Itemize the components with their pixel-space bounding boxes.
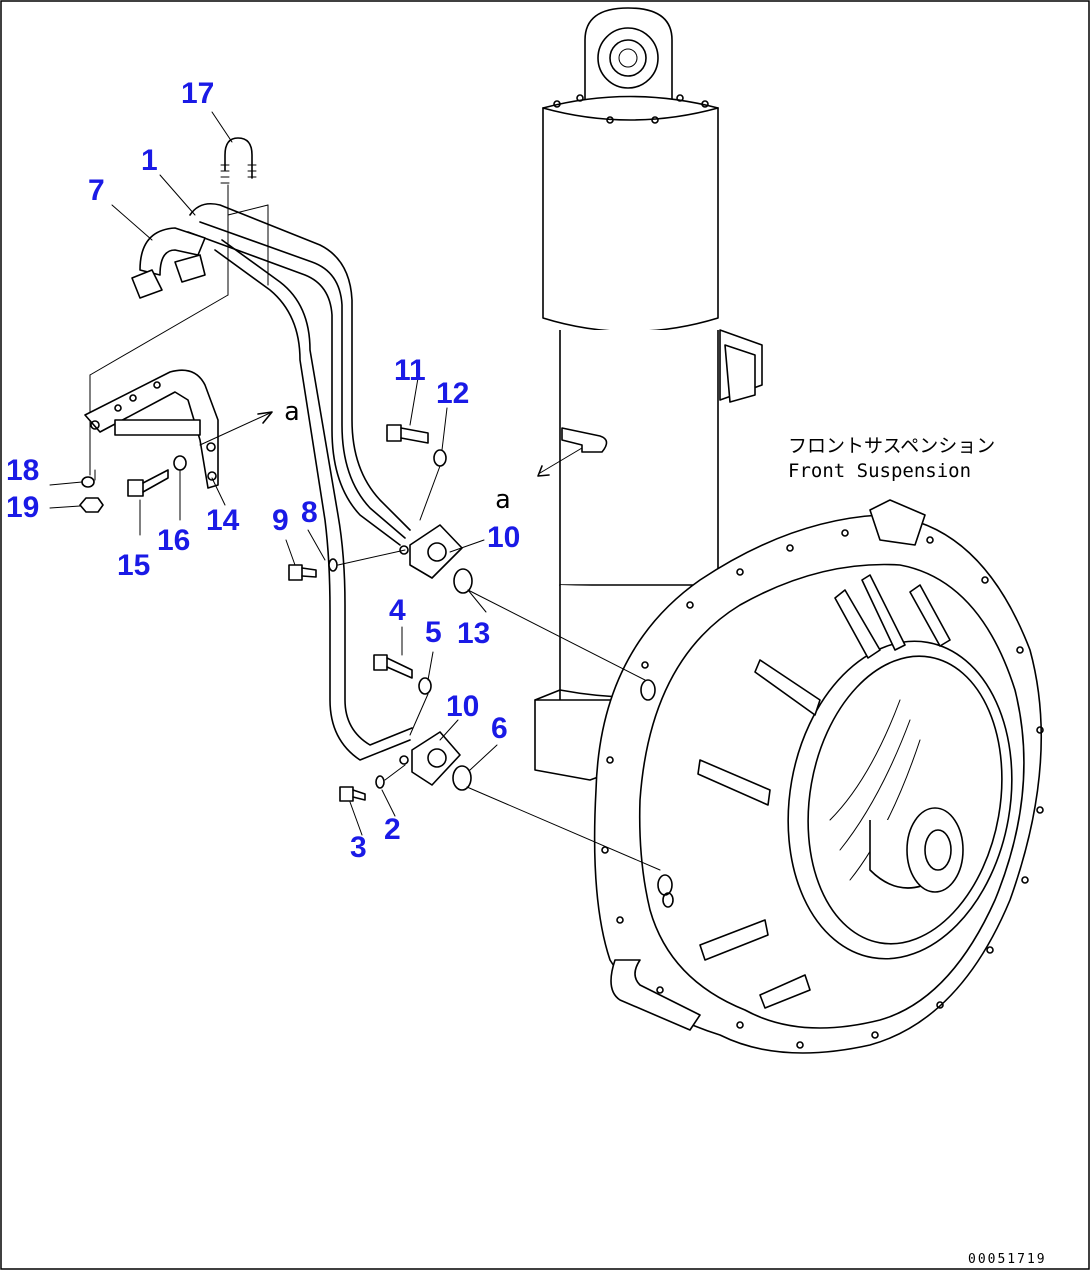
- bolt-4: [373, 654, 413, 679]
- callout-1: 1: [141, 144, 158, 177]
- callout-2: 2: [384, 813, 401, 846]
- callout-labels: 1 2 3 4 5 6 7 8 9 10 10 11 12 13 14 15 1…: [6, 77, 520, 864]
- split-flange-upper: [399, 524, 463, 579]
- callout-19: 19: [6, 491, 39, 524]
- o-ring-2: [375, 775, 385, 789]
- callout-14: 14: [206, 504, 240, 537]
- callout-10-upper: 10: [487, 521, 520, 554]
- bolt-9: [288, 564, 317, 581]
- washer-18: [81, 476, 95, 488]
- reference-arrows: [199, 411, 583, 477]
- washer-12: [433, 449, 447, 467]
- callout-9: 9: [272, 504, 289, 537]
- callout-8: 8: [301, 496, 318, 529]
- ref-mark-a-upper: a: [284, 397, 300, 427]
- bolt-11: [386, 424, 429, 444]
- wheel-hub-housing: [593, 499, 1044, 1054]
- callout-leaders: [49, 111, 498, 836]
- bolt-15: [127, 469, 169, 536]
- hydraulic-pipes: [89, 199, 413, 761]
- caption-english: Front Suspension: [788, 460, 971, 482]
- callout-5: 5: [425, 616, 442, 649]
- o-ring-8: [328, 558, 338, 572]
- o-ring-13: [453, 568, 473, 594]
- callout-3: 3: [350, 831, 367, 864]
- u-bolt: [220, 137, 257, 291]
- callout-4: 4: [389, 594, 406, 627]
- callout-10-lower: 10: [446, 690, 479, 723]
- callout-13: 13: [457, 617, 490, 650]
- nut-19: [79, 497, 104, 513]
- ref-mark-a-lower: a: [495, 485, 511, 515]
- caption-japanese: フロントサスペンション: [788, 435, 995, 457]
- callout-6: 6: [491, 712, 508, 745]
- callout-18: 18: [6, 454, 39, 487]
- bolt-3: [339, 786, 366, 802]
- callout-11: 11: [394, 354, 426, 387]
- callout-12: 12: [436, 377, 469, 410]
- callout-16: 16: [157, 524, 190, 557]
- washer-5: [418, 677, 432, 695]
- callout-17: 17: [181, 77, 214, 110]
- callout-7: 7: [88, 174, 105, 207]
- flange-bolts: [601, 529, 1044, 1049]
- washer-16: [173, 455, 187, 471]
- drawing-number: 00051719: [968, 1252, 1047, 1267]
- split-flange-lower: [399, 731, 461, 786]
- o-ring-6: [452, 765, 472, 791]
- pipe-bracket: [84, 369, 219, 489]
- callout-15: 15: [117, 549, 150, 582]
